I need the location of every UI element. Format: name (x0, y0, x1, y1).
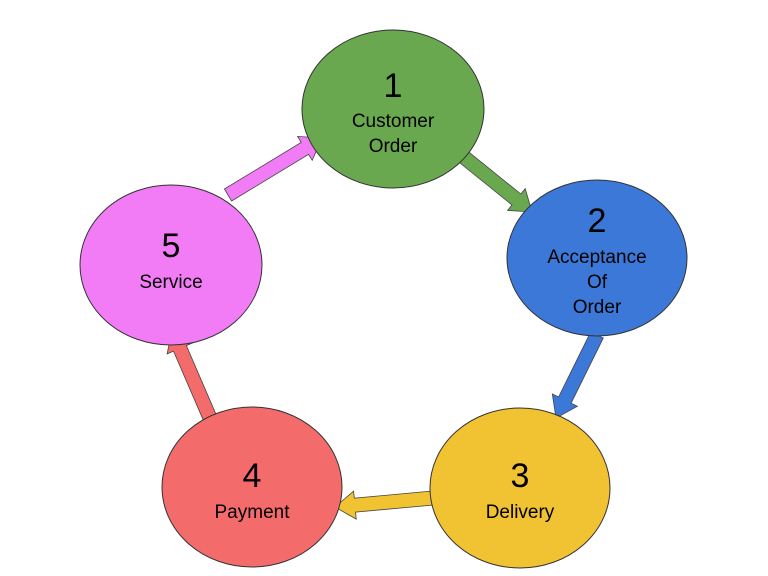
node-customer-order: 1 Customer Order (301, 29, 485, 189)
node-2-label-line-2: Of (587, 272, 608, 293)
arrow-2-to-3 (551, 331, 604, 419)
node-5-label-line-1: Service (139, 272, 202, 293)
arrow-1-to-2 (450, 143, 533, 213)
node-3-circle (429, 407, 611, 569)
node-2-label-line-3: Order (573, 297, 622, 318)
node-acceptance-of-order: 2 Acceptance Of Order (506, 179, 688, 337)
node-1-circle (301, 29, 485, 189)
node-service: 5 Service (79, 184, 263, 346)
node-payment: 4 Payment (161, 406, 343, 568)
node-delivery: 3 Delivery (429, 407, 611, 569)
node-2-circle (506, 179, 688, 337)
arrow-3-to-4 (334, 490, 435, 520)
node-5-circle (79, 184, 263, 346)
node-2-label-line-1: Acceptance (547, 247, 646, 268)
node-4-circle (161, 406, 343, 568)
node-1-number: 1 (384, 67, 403, 105)
arrow-5-to-1 (223, 135, 323, 202)
node-5-number: 5 (162, 227, 181, 265)
node-3-label-line-1: Delivery (486, 502, 555, 523)
node-1-label-line-1: Customer (352, 111, 435, 132)
node-3-number: 3 (511, 457, 530, 495)
node-4-number: 4 (243, 457, 262, 495)
node-4-label-line-1: Payment (215, 502, 291, 523)
node-2-number: 2 (588, 202, 607, 240)
node-1-label-line-2: Order (369, 136, 418, 157)
